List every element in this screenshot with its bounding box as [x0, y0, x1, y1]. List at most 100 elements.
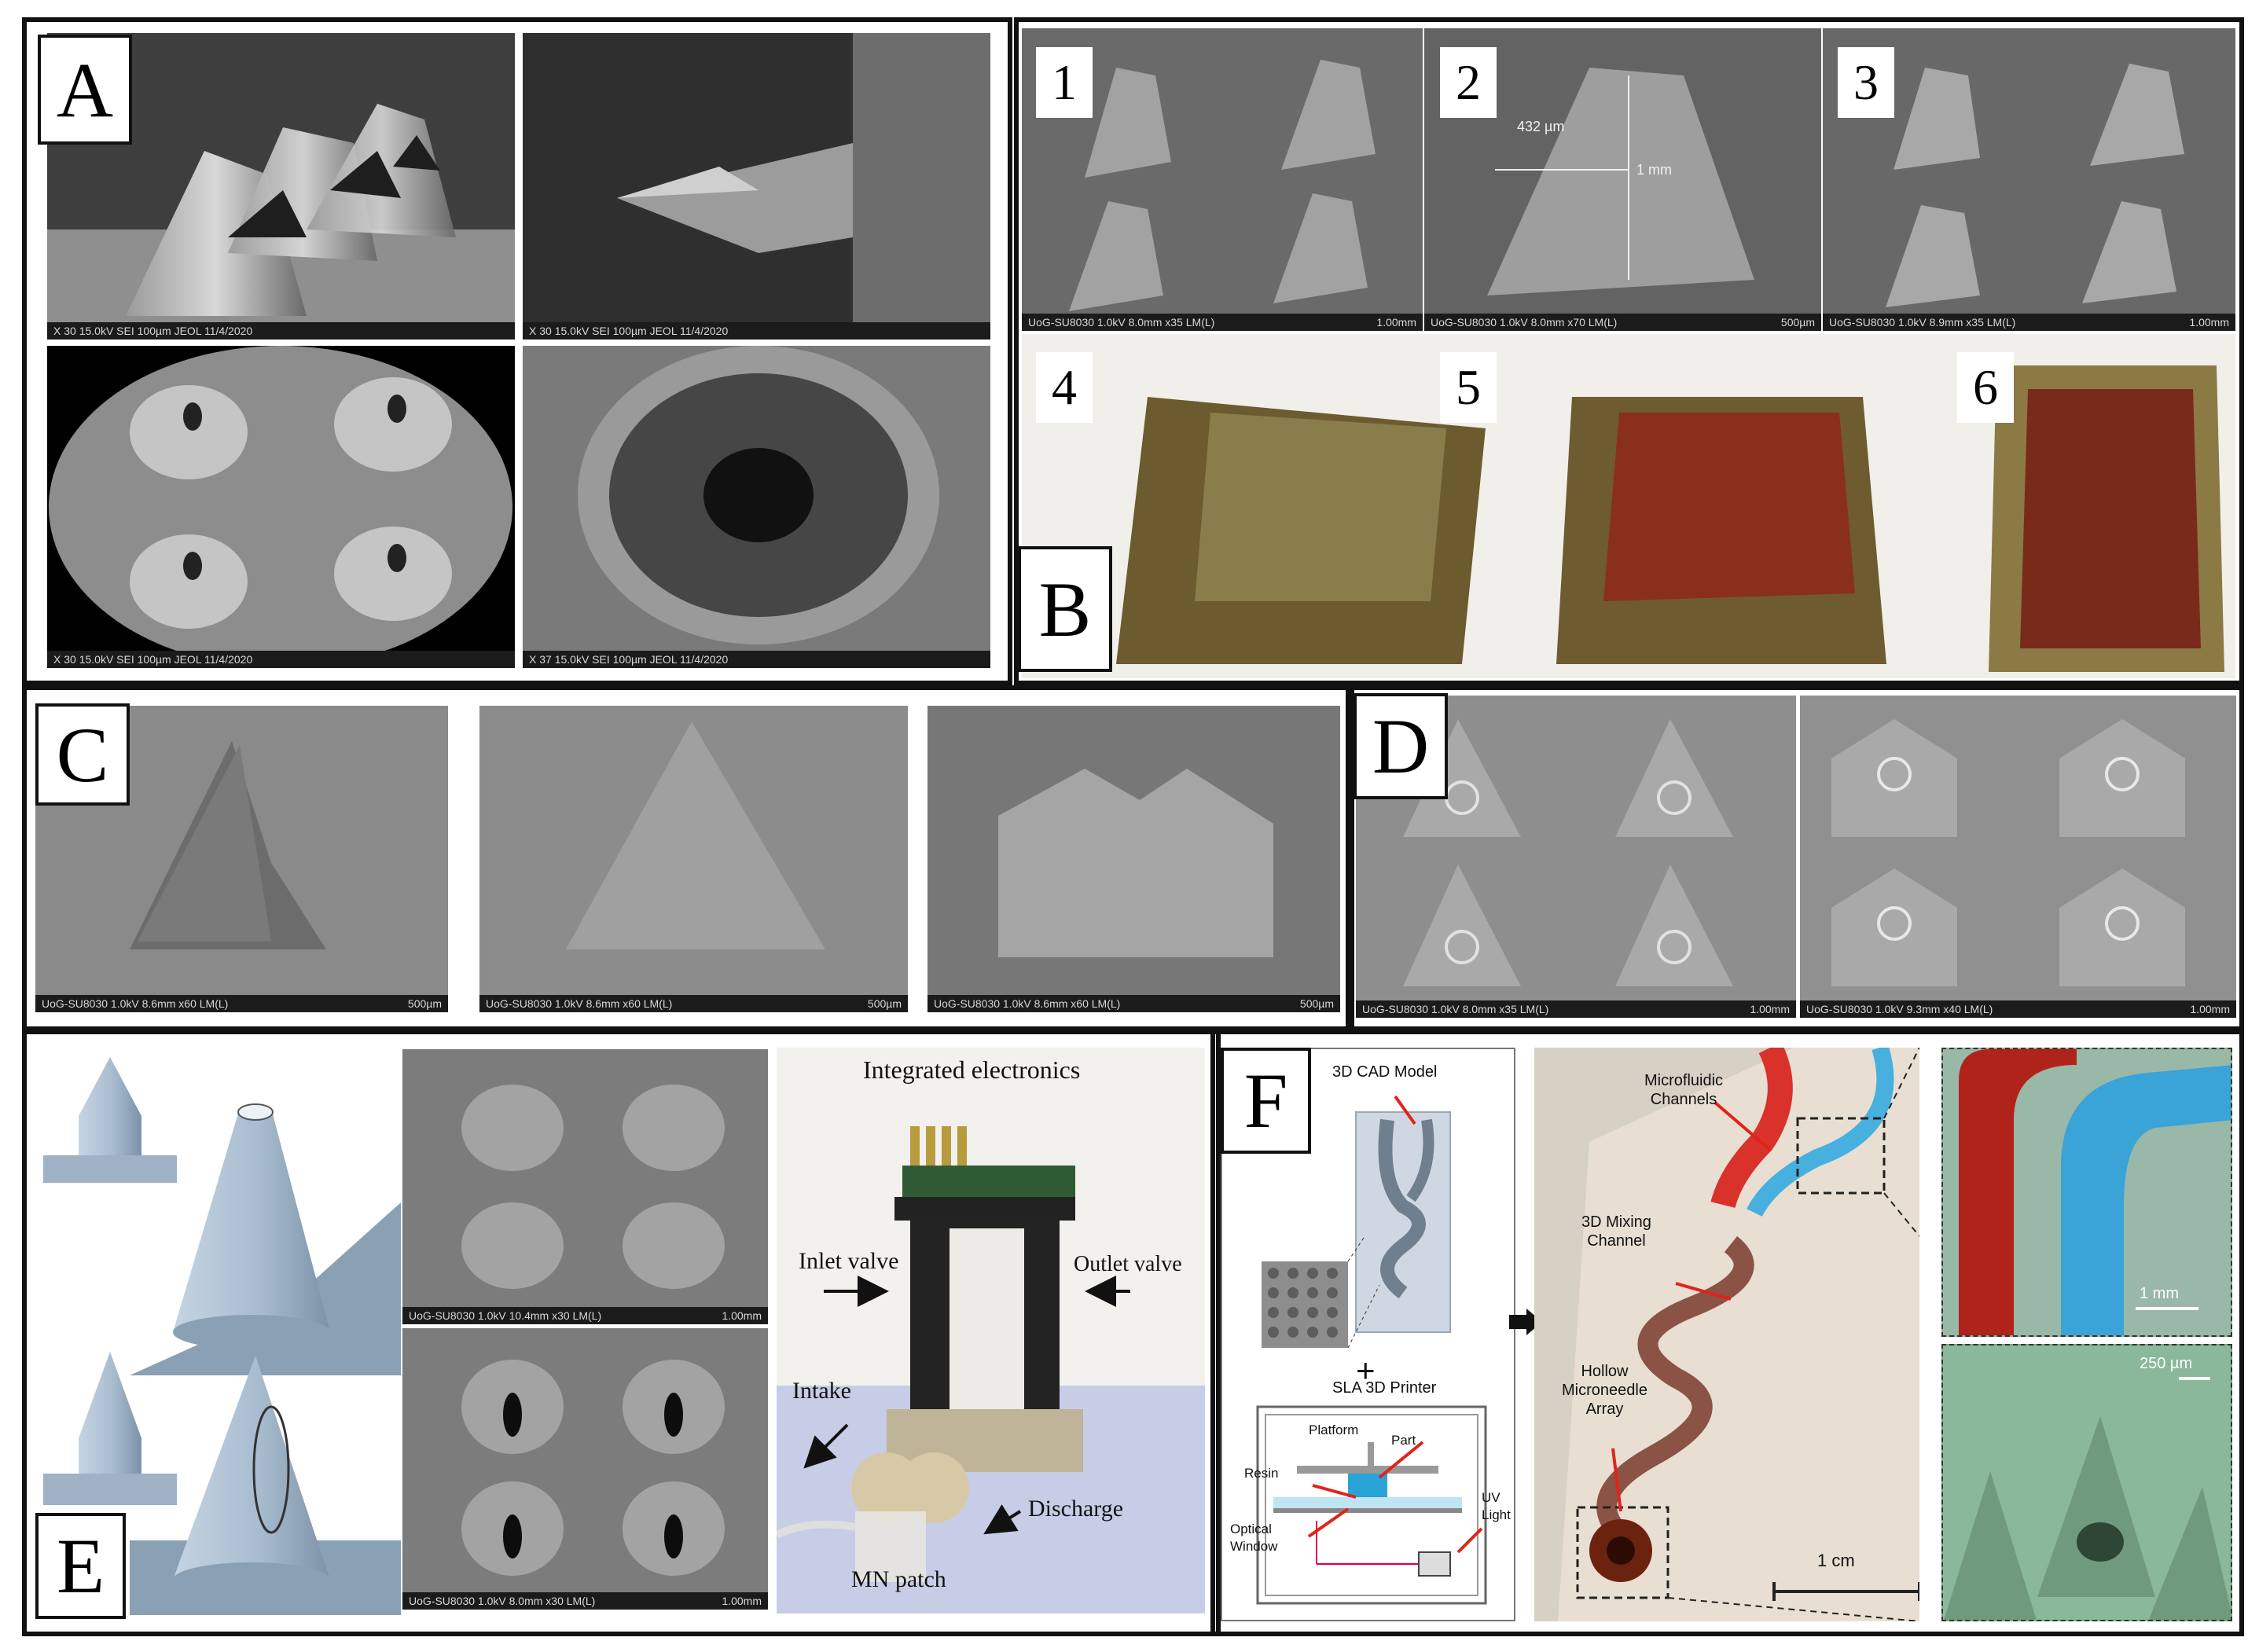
- sem-triangular-pyramid-image: [35, 706, 448, 1012]
- panel-f-zoom-channels: 1 mm: [1941, 1048, 2232, 1337]
- label-optical-window: Optical Window: [1230, 1522, 1278, 1554]
- scale-1mm: 1 mm: [2140, 1285, 2179, 1302]
- sub-label-4: 4: [1036, 352, 1093, 423]
- cad-hollow-needle-models-image: [43, 1057, 401, 1615]
- sem-bar-left: UoG-SU8030 1.0kV 8.0mm x70 LM(L): [1431, 316, 1618, 329]
- sem-bar-left: UoG-SU8030 1.0kV 10.4mm x30 LM(L): [409, 1309, 602, 1322]
- panel-d-sem-2: UoG-SU8030 1.0kV 9.3mm x40 LM(L) 1.00mm: [1800, 696, 2236, 1018]
- sem-bar: X 30 15.0kV SEI 100µm JEOL 11/4/2020: [523, 322, 990, 340]
- label-inlet-valve: Inlet valve: [799, 1248, 899, 1274]
- scale-250um: 250 µm: [2140, 1355, 2193, 1372]
- sem-cone-image: [479, 706, 908, 1012]
- sem-bar-left: UoG-SU8030 1.0kV 8.6mm x60 LM(L): [42, 997, 229, 1010]
- sub-label-3: 3: [1838, 47, 1894, 118]
- sem-bar-right: 1.00mm: [1376, 316, 1416, 329]
- sem-bar-right: 1.00mm: [722, 1309, 762, 1322]
- label-integrated-electronics: Integrated electronics: [863, 1055, 1081, 1084]
- panel-e-cad-models: [35, 1045, 401, 1615]
- panel-label: A: [38, 35, 132, 145]
- sem-bar-left: UoG-SU8030 1.0kV 8.6mm x60 LM(L): [934, 997, 1121, 1010]
- dimension-width: 432 µm: [1517, 119, 1565, 134]
- sem-bar-right: 500µm: [1299, 997, 1334, 1010]
- sem-bar-left: UoG-SU8030 1.0kV 8.0mm x35 LM(L): [1362, 1003, 1549, 1015]
- arrow-right-icon: [1509, 1309, 1542, 1335]
- sem-bar-left: UoG-SU8030 1.0kV 8.0mm x35 LM(L): [1028, 316, 1215, 329]
- sub-label-6: 6: [1957, 352, 2014, 423]
- cad-and-printer-schematic: [1256, 1095, 1487, 1605]
- sem-hollow-cones-side-hole-image: [402, 1328, 768, 1610]
- sem-bar: X 30 15.0kV SEI 100µm JEOL 11/4/2020: [47, 322, 515, 340]
- panel-e-frame: [22, 1030, 1221, 1636]
- sem-bar-left: UoG-SU8030 1.0kV 8.0mm x30 LM(L): [409, 1595, 596, 1607]
- printed-microfluidic-chip-image: [1534, 1048, 1919, 1621]
- panel-f-schematic-box: 3D CAD Model + SLA 3D Printer Platform P…: [1221, 1048, 1515, 1621]
- sem-bar-left: UoG-SU8030 1.0kV 8.6mm x60 LM(L): [486, 997, 673, 1010]
- sub-label-2: 2: [1440, 47, 1497, 118]
- panel-c-frame: [22, 685, 1354, 1031]
- panel-e-sem-bottom: UoG-SU8030 1.0kV 8.0mm x30 LM(L) 1.00mm: [402, 1328, 768, 1610]
- panel-a-sem-bottom-right: X 37 15.0kV SEI 100µm JEOL 11/4/2020: [523, 346, 990, 668]
- panel-e-device-photo: Integrated electronics Inlet valve Outle…: [777, 1048, 1205, 1613]
- panel-b-frame: [1014, 17, 2244, 685]
- panel-label: C: [35, 703, 130, 806]
- sub-label-1: 1: [1036, 47, 1093, 118]
- label-part: Part: [1391, 1433, 1416, 1448]
- panel-f-zoom-needles: 250 µm: [1941, 1344, 2232, 1621]
- panel-d-sem-1: UoG-SU8030 1.0kV 8.0mm x35 LM(L) 1.00mm: [1356, 696, 1796, 1018]
- scale-bar-250um: [2179, 1377, 2210, 1380]
- sem-house-needles-with-holes-image: [1800, 696, 2236, 1018]
- sem-hole-top-view-image: [523, 346, 990, 668]
- sem-bar-right: 1.00mm: [1750, 1003, 1790, 1015]
- label-hollow-microneedle-array: Hollow Microneedle Array: [1562, 1363, 1647, 1418]
- sem-bar-right: 500µm: [1780, 316, 1815, 329]
- integrated-device-image: [777, 1048, 1205, 1613]
- panel-e-sem-top: UoG-SU8030 1.0kV 10.4mm x30 LM(L) 1.00mm: [402, 1049, 768, 1324]
- device-arrows: [803, 1276, 1130, 1535]
- panel-label: E: [35, 1513, 126, 1619]
- label-3d-mixing-channel: 3D Mixing Channel: [1581, 1213, 1651, 1250]
- zoomed-microneedles-image: [1943, 1345, 2231, 1620]
- sem-bar-right: 1.00mm: [2190, 1003, 2230, 1015]
- sem-bar-right: 500µm: [407, 997, 442, 1010]
- panel-d-frame: [1346, 685, 2244, 1031]
- sub-label-5: 5: [1440, 352, 1497, 423]
- label-sla-3d-printer: SLA 3D Printer: [1332, 1379, 1437, 1397]
- panel-label: D: [1354, 693, 1448, 799]
- panel-label: B: [1018, 546, 1112, 672]
- label-intake: Intake: [792, 1378, 851, 1404]
- panel-label: F: [1221, 1048, 1311, 1154]
- sem-house-shaped-needle-image: [927, 706, 1340, 1012]
- label-microfluidic-channels: Microfluidic Channels: [1644, 1072, 1724, 1108]
- zoomed-channels-image: [1943, 1049, 2231, 1335]
- panel-c-sem-3: UoG-SU8030 1.0kV 8.6mm x60 LM(L) 500µm: [927, 706, 1340, 1012]
- panel-b-photo: [1022, 334, 2235, 678]
- sem-four-cones-image: [49, 346, 512, 668]
- panel-c-sem-2: UoG-SU8030 1.0kV 8.6mm x60 LM(L) 500µm: [479, 706, 908, 1012]
- printed-microneedle-patches-image: [1022, 334, 2235, 678]
- label-discharge: Discharge: [1028, 1496, 1124, 1522]
- label-outlet-valve: Outlet valve: [1074, 1252, 1182, 1276]
- panel-b-sem-3: UoG-SU8030 1.0kV 8.9mm x35 LM(L) 1.00mm: [1823, 28, 2235, 331]
- panel-b-sem-1: UoG-SU8030 1.0kV 8.0mm x35 LM(L) 1.00mm: [1022, 28, 1423, 331]
- sem-bar: X 30 15.0kV SEI 100µm JEOL 11/4/2020: [47, 651, 515, 668]
- sem-bar-left: UoG-SU8030 1.0kV 9.3mm x40 LM(L): [1806, 1003, 1993, 1015]
- sem-bar-right: 500µm: [867, 997, 902, 1010]
- label-resin: Resin: [1244, 1466, 1279, 1481]
- label-3d-cad-model: 3D CAD Model: [1332, 1063, 1438, 1081]
- panel-f-chip-photo: Microfluidic Channels 3D Mixing Channel …: [1534, 1048, 1919, 1621]
- label-scale-1cm: 1 cm: [1817, 1551, 1855, 1570]
- dimension-height: 1 mm: [1636, 162, 1672, 178]
- panel-a-sem-bottom-left: X 30 15.0kV SEI 100µm JEOL 11/4/2020: [47, 346, 515, 668]
- scale-bar-1mm: [2136, 1307, 2198, 1310]
- panel-c-sem-1: UoG-SU8030 1.0kV 8.6mm x60 LM(L) 500µm: [35, 706, 448, 1012]
- label-mn-patch: MN patch: [851, 1566, 946, 1592]
- label-platform: Platform: [1309, 1423, 1359, 1437]
- sem-bar-right: 1.00mm: [2189, 316, 2229, 329]
- sem-bar-left: UoG-SU8030 1.0kV 8.9mm x35 LM(L): [1829, 316, 2016, 329]
- panel-a-frame: [22, 17, 1012, 685]
- label-plus: +: [1356, 1352, 1376, 1389]
- sem-bar: X 37 15.0kV SEI 100µm JEOL 11/4/2020: [523, 651, 990, 668]
- sem-hollow-cones-top-image: [402, 1049, 768, 1324]
- sem-bar-right: 1.00mm: [722, 1595, 762, 1607]
- label-uv-light: UV Light: [1482, 1490, 1511, 1522]
